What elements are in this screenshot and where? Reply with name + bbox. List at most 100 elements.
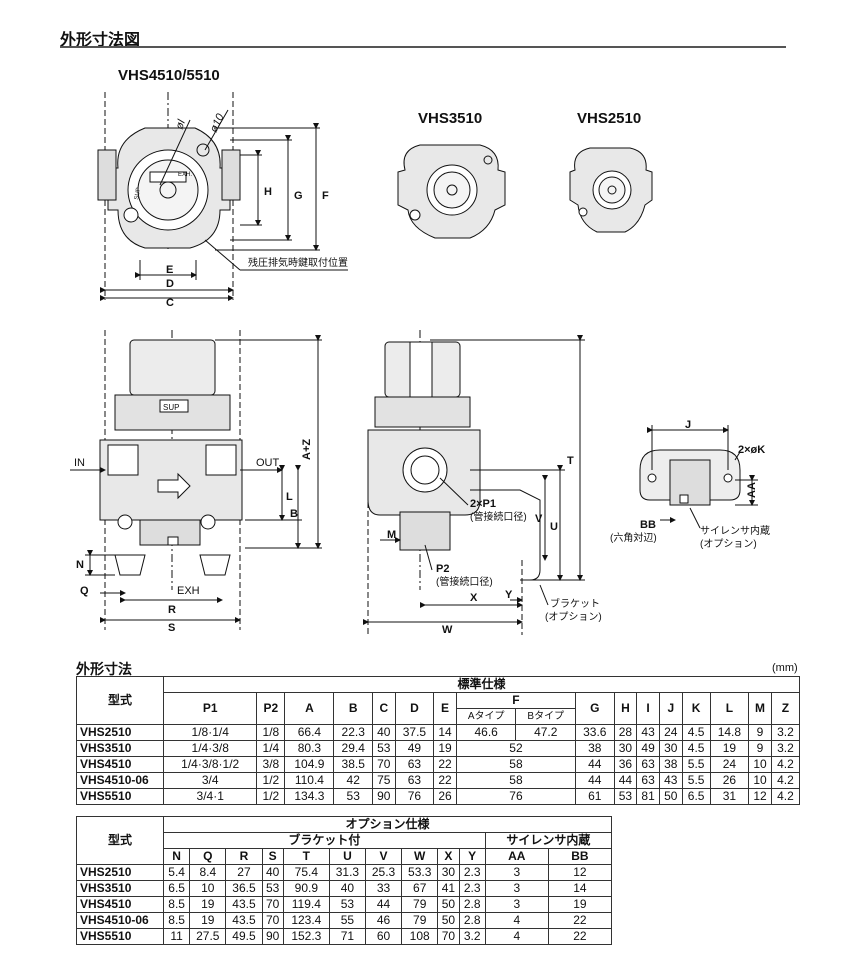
table-cell: 4 <box>484 928 549 945</box>
table-cell: 3.2 <box>770 724 801 741</box>
p1-sub: (管接続口径) <box>470 510 527 523</box>
dimension-drawing: VHS4510/5510 EXH. SUP øl ø10 H G F <box>70 67 770 636</box>
table-cell: 24 <box>658 724 683 741</box>
dim-d: D <box>166 278 174 290</box>
table-cell: 90 <box>371 788 396 805</box>
table-cell: 5.5 <box>681 756 711 773</box>
col-h: H <box>613 692 638 725</box>
table-cell: 71 <box>328 928 366 945</box>
col-d: D <box>394 692 435 725</box>
table-cell: 6.5 <box>681 788 711 805</box>
table-cell: 53 <box>371 740 396 757</box>
table-cell: 119.4 <box>282 896 330 913</box>
table-cell: 29.4 <box>333 740 373 757</box>
dim-t: T <box>567 455 574 467</box>
model-cell: VHS3510 <box>76 740 164 757</box>
table-cell: 63 <box>636 756 660 773</box>
model-cell: VHS3510 <box>76 880 164 897</box>
p2-label: P2 <box>436 563 449 575</box>
table-cell: 2.3 <box>458 864 486 881</box>
table-cell: 53 <box>613 788 638 805</box>
table-cell: 63 <box>636 772 660 789</box>
table-cell: 63 <box>394 772 435 789</box>
table-cell: 11 <box>162 928 191 945</box>
table-cell: 50 <box>658 788 683 805</box>
table-cell: 53 <box>261 880 284 897</box>
model-cell: VHS2510 <box>76 724 164 741</box>
table-cell: 38.5 <box>333 756 373 773</box>
col-w: W <box>401 848 439 865</box>
table-cell: 33.6 <box>575 724 615 741</box>
table-cell: 58 <box>455 756 577 773</box>
table-cell: 81 <box>636 788 660 805</box>
col-i: I <box>636 692 660 725</box>
model-cell: VHS4510 <box>76 896 164 913</box>
out-label: OUT <box>256 457 280 469</box>
table-cell: 19 <box>433 740 457 757</box>
table-cell: 4.2 <box>770 772 801 789</box>
dim-j: J <box>685 419 691 431</box>
table-cell: 4.2 <box>770 756 801 773</box>
o10-label: ø10 <box>208 111 227 134</box>
table-cell: 22 <box>433 772 457 789</box>
col-p2: P2 <box>256 692 286 725</box>
lock-position-note: 残圧排気時鍵取付位置 <box>248 256 348 269</box>
table-cell: 40 <box>371 724 396 741</box>
table-cell: 3/4 <box>162 772 258 789</box>
col-u: U <box>328 848 366 865</box>
col-m: M <box>748 692 772 725</box>
table-cell: 49 <box>636 740 660 757</box>
table-cell: 19 <box>709 740 750 757</box>
table-cell: 1/2 <box>256 788 286 805</box>
table-cell: 75 <box>371 772 396 789</box>
table-cell: 1/8 <box>256 724 286 741</box>
in-label: IN <box>74 457 85 469</box>
dim-s: S <box>168 622 175 634</box>
col-k: K <box>681 692 711 725</box>
table-cell: 4.5 <box>681 724 711 741</box>
table-cell: 10 <box>748 772 772 789</box>
table-cell: 36.5 <box>225 880 263 897</box>
table-cell: 22 <box>547 912 613 929</box>
table-cell: 79 <box>401 912 439 929</box>
model-cell: VHS5510 <box>76 788 164 805</box>
col-l: L <box>709 692 750 725</box>
section-title: 外形寸法 <box>76 661 132 677</box>
dim-l: L <box>286 491 293 503</box>
table-cell: 5.5 <box>681 772 711 789</box>
col-c: C <box>371 692 396 725</box>
dim-bb: BB <box>640 519 656 531</box>
table-cell: 50 <box>437 912 460 929</box>
table-cell: 10 <box>748 756 772 773</box>
col-aa: AA <box>484 848 549 865</box>
table-cell: 63 <box>394 756 435 773</box>
model-label-small: VHS2510 <box>577 110 641 127</box>
bracket-label: ブラケット <box>550 597 600 610</box>
dim-aa: AA <box>746 482 758 498</box>
table-cell: 44 <box>575 772 615 789</box>
table-cell: 9 <box>748 724 772 741</box>
table-cell: 152.3 <box>282 928 330 945</box>
table-cell: 2.3 <box>458 880 486 897</box>
silencer-subheader: サイレンサ内蔵 <box>484 832 613 849</box>
dim-a-z: A+Z <box>301 439 313 460</box>
table-cell: 70 <box>261 896 284 913</box>
table-cell: 1/4·3/8 <box>162 740 258 757</box>
table-cell: 30 <box>437 864 460 881</box>
col-b: B <box>333 692 373 725</box>
table-cell: 30 <box>658 740 683 757</box>
group-header: 標準仕様 <box>163 676 800 693</box>
silencer-sub: (オプション) <box>700 538 757 550</box>
table-cell: 53 <box>328 896 366 913</box>
table-cell: 70 <box>437 928 460 945</box>
dim-b: B <box>290 508 298 520</box>
table-cell: 12 <box>547 864 613 881</box>
dim-w: W <box>442 624 453 636</box>
dim-v: V <box>535 513 543 525</box>
table-cell: 75.4 <box>282 864 330 881</box>
model-header-2: 型式 <box>76 816 164 865</box>
